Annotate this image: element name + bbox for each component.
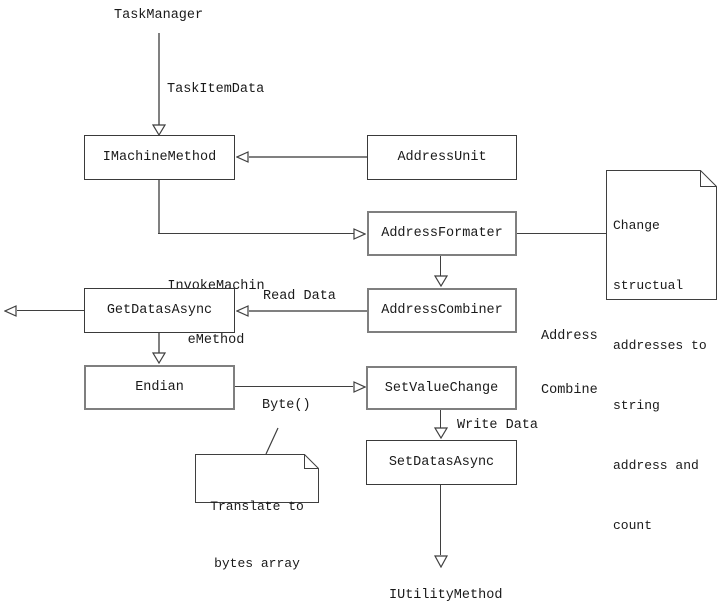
node-taskmanager-label: TaskManager xyxy=(114,8,204,23)
edge-addressunit-imachinemethod xyxy=(249,156,367,158)
arrowhead-down-setdatasasync xyxy=(434,427,448,439)
note-change-structural-line4: string xyxy=(613,398,660,413)
note-change-structural-line5: address and xyxy=(613,458,699,473)
arrowhead-left-imachinemethod xyxy=(236,151,249,163)
edge-label-byte: Byte() xyxy=(262,398,311,413)
edge-label-readdata: Read Data xyxy=(263,289,336,304)
arrowhead-down-endian xyxy=(152,352,166,364)
note-change-structural-line3: addresses to xyxy=(613,338,707,353)
node-setvaluechange: SetValueChange xyxy=(366,366,517,410)
edge-taskmanager-imachinemethod xyxy=(158,33,160,125)
node-iutilitymethod-label: IUtilityMethod xyxy=(389,588,503,603)
edge-imachinemethod-addressformater xyxy=(158,233,354,234)
node-imachinemethod-label: IMachineMethod xyxy=(102,150,217,165)
node-setdatasasync-label: SetDatasAsync xyxy=(388,455,495,470)
node-addressformater-label: AddressFormater xyxy=(381,226,503,241)
node-addressformater: AddressFormater xyxy=(367,211,517,256)
node-setvaluechange-label: SetValueChange xyxy=(384,380,499,396)
node-addresscombiner-label: AddressCombiner xyxy=(381,303,503,318)
edge-label-addresscombine-line1: Address xyxy=(541,329,598,344)
edge-label-taskitemdata: TaskItemData xyxy=(167,82,265,97)
edge-setdatasasync-iutilitymethod xyxy=(440,485,441,555)
note-change-structural-line2: structual xyxy=(613,278,684,293)
edge-addressformater-note xyxy=(517,233,606,234)
edge-note-translate-connector xyxy=(265,427,279,455)
node-addressunit: AddressUnit xyxy=(367,135,517,180)
arrowhead-down-iutilitymethod xyxy=(434,555,448,568)
node-addressunit-label: AddressUnit xyxy=(397,150,487,165)
arrowhead-left-getdatasasync xyxy=(236,305,249,317)
note-translate-bytes-line2: bytes array xyxy=(214,556,300,571)
node-addresscombiner: AddressCombiner xyxy=(367,288,517,333)
edge-setvaluechange-setdatasasync xyxy=(440,410,441,428)
edge-label-writedata: Write Data xyxy=(457,418,539,433)
edge-label-addresscombine: Address Combine xyxy=(541,292,598,436)
node-endian: Endian xyxy=(84,365,235,410)
note-change-structural-line6: count xyxy=(613,518,653,533)
arrowhead-right-addressformater xyxy=(353,228,366,240)
edge-endian-setvaluechange xyxy=(235,386,353,387)
node-endian-label: Endian xyxy=(135,380,184,395)
edge-getdatasasync-left xyxy=(17,310,84,311)
node-setdatasasync: SetDatasAsync xyxy=(366,440,517,485)
note-change-structural: Change structual addresses to string add… xyxy=(606,170,717,533)
edge-label-addresscombine-line2: Combine xyxy=(541,383,598,398)
note-translate-bytes-line1: Translate to xyxy=(210,499,304,514)
node-imachinemethod: IMachineMethod xyxy=(84,135,235,180)
note-change-structural-shape xyxy=(606,170,717,300)
node-getdatasasync-label: GetDatasAsync xyxy=(106,303,213,318)
note-change-structural-line1: Change xyxy=(613,218,660,233)
edge-addressformater-addresscombiner xyxy=(440,256,441,276)
arrowhead-right-setvaluechange xyxy=(353,381,366,393)
edge-imachinemethod-down xyxy=(158,180,160,234)
arrowhead-left-offcanvas xyxy=(4,305,17,317)
arrowhead-down-addresscombiner xyxy=(434,275,448,287)
note-translate-bytes-shape xyxy=(195,454,319,503)
edge-label-invokemachinemethod-line2: eMethod xyxy=(187,333,245,348)
edge-getdatasasync-endian xyxy=(158,333,160,353)
edge-addresscombiner-getdatasasync xyxy=(249,310,367,312)
note-translate-bytes: Translate to bytes array xyxy=(195,454,319,571)
node-getdatasasync: GetDatasAsync xyxy=(84,288,235,333)
arrowhead-down-imachinemethod xyxy=(152,124,166,136)
